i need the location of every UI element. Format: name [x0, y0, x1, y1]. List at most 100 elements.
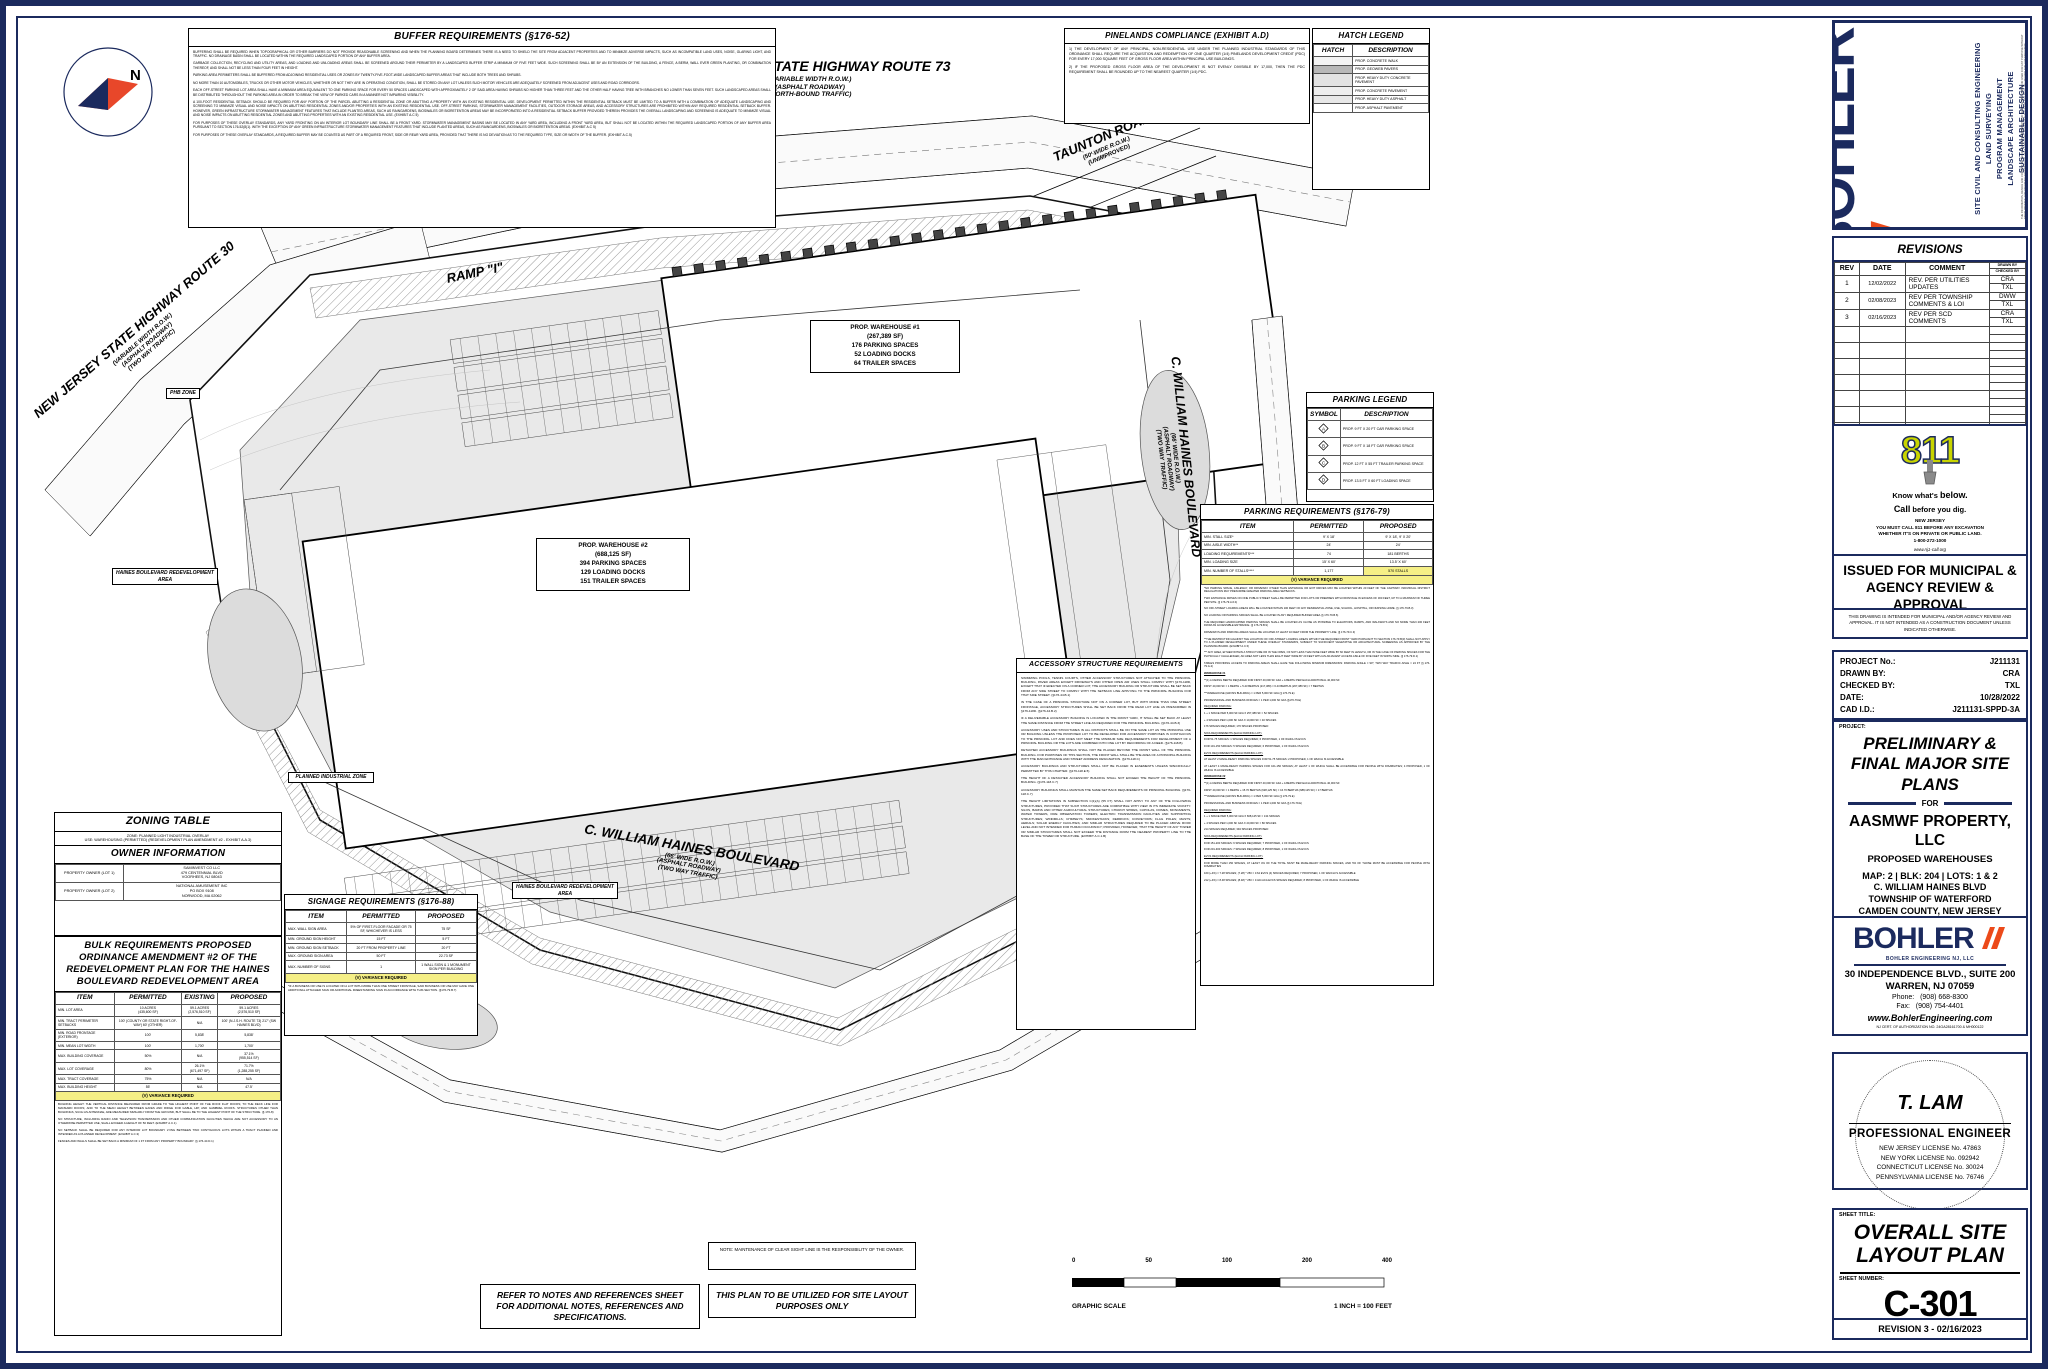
revision-row: 2 02/08/2023 REV PER TOWNSHIP COMMENTS &… [1834, 291, 2027, 310]
warehouse-1-docks: 52 LOADING DOCKS [854, 350, 916, 358]
buffer-p1: GARBAGE COLLECTION, RECYCLING AND UTILIT… [193, 61, 771, 70]
project-info-row: CHECKED BY: TXL [1834, 679, 2026, 691]
warehouse-1-callout: PROP. WAREHOUSE #1 (267,389 SF) 176 PARK… [810, 320, 960, 373]
hatch-swatch-concrete-walk [1313, 56, 1354, 66]
shovel-icon [1917, 460, 1943, 486]
clear-sight-note-text: NOTE: MAINTENANCE OF CLEAR SIGHT LINE IS… [719, 1247, 905, 1252]
hatch-row: PROP. GEOWEB PAVERS [1313, 64, 1429, 75]
project-info-row: DATE: 10/28/2022 [1834, 691, 2026, 703]
signage-variance-note: (V) VARIANCE REQUIRED [285, 972, 477, 984]
buffer-p4: EACH OFF-STREET PARKING LOT AREA SHALL H… [193, 88, 771, 97]
buffer-p3: NO MORE THAN 10 AUTOMOBILES, TRUCKS OR O… [193, 80, 640, 85]
bohler-disclaimer: THE INFORMATION, DESIGN AND CONTENT OF T… [2021, 34, 2028, 219]
hatch-legend-title: HATCH LEGEND [1313, 29, 1429, 44]
site-plan-vector [44, 115, 1385, 1288]
project-title-section: PROJECT: PRELIMINARY & FINAL MAJOR SITE … [1832, 720, 2028, 949]
pinelands-item-1: 2) IF THE PROPOSED GROSS FLOOR AREA OF T… [1069, 65, 1305, 75]
rev-col-comment: COMMENT [1904, 262, 1990, 276]
firm-phone-label: Phone: [1892, 993, 1915, 1001]
buffer-requirements-body: BUFFERING SHALL BE REQUIRED WHEN TOPOGRA… [189, 47, 775, 144]
sg-col-permitted: PERMITTED [346, 909, 417, 924]
rev-col-drawn: DRAWN BY [1997, 263, 2018, 267]
sheet-title-section: SHEET TITLE: OVERALL SITE LAYOUT PLAN SH… [1832, 1208, 2028, 1333]
license-nj: NEW JERSEY LICENSE No. 47863 [1879, 1145, 1981, 1152]
issued-note-text: THIS DRAWING IS INTENDED FOR MUNICIPAL A… [1848, 614, 2012, 632]
parking-req-row: MIN. LOADING SIZE 15' X 60' 13.5' X 60' [1201, 557, 1433, 568]
bulk-row: MIN. MEAN LOT WIDTH 100' 1,700' 1,700' [55, 1041, 281, 1051]
accessory-title: ACCESSORY STRUCTURE REQUIREMENTS [1017, 659, 1195, 673]
engineer-licenses: NEW JERSEY LICENSE No. 47863 NEW YORK LI… [1838, 1144, 2022, 1182]
issued-line-1: ISSUED FOR MUNICIPAL & [1843, 563, 2017, 578]
zoning-use: USE: WAREHOUSING (PERMITTED) (REDEVELOPM… [84, 838, 252, 843]
for-rule-left [1848, 802, 1916, 805]
parking-symbol-c-icon: C [1307, 454, 1341, 473]
revision-row: 3 02/16/2023 REV PER SCD COMMENTS CRA TX… [1834, 308, 2027, 327]
signage-footnote: *IF A BUSINESS OR USE IS LOCATED ON A LO… [288, 984, 474, 992]
project-no-label: PROJECT No.: [1840, 656, 1896, 666]
warehouse-2-name: PROP. WAREHOUSE #2 [578, 542, 648, 549]
license-ct: CONNECTICUT LICENSE No. 30024 [1876, 1164, 1984, 1172]
for-text: FOR [1921, 799, 1939, 809]
firm-cert: NJ CERT. OF AUTHORIZATION NO. 24GA281617… [1876, 1024, 1984, 1029]
know-whats-below-text: Know what's below. [1892, 490, 1968, 500]
signage-row: MAX. GROUND SIGN AREA 50 FT 22.73 SF [285, 951, 477, 962]
parking-requirements-box: PARKING REQUIREMENTS (§176-79) ITEM PERM… [1200, 504, 1434, 986]
call-811-section: 811 Know what's below. Call before you d… [1832, 424, 2028, 559]
firm-block: BOHLER BOHLER ENGINEERING NJ, LLC 30 IND… [1834, 918, 2026, 1034]
refer-to-notes-text: REFER TO NOTES AND REFERENCES SHEET FOR … [496, 1290, 684, 1323]
signage-row: MAX. WALL SIGN AREA 5% OF FIRST-FLOOR FA… [285, 922, 477, 936]
rev-col-drawn-checked: DRAWN BY CHECKED BY [1988, 262, 2027, 276]
owner-row: PROPERTY OWNER (LOT 1) SAMINVEST CO LLC … [55, 863, 281, 883]
revision-row-empty [1834, 357, 2027, 375]
call-811-block: 811 Know what's below. Call before you d… [1834, 426, 2026, 557]
svg-text:C: C [1322, 460, 1326, 465]
hatch-swatch-hd-asphalt [1313, 94, 1354, 105]
parking-requirements-table: ITEM PERMITTED PROPOSED MIN. STALL SIZE*… [1201, 519, 1433, 585]
graphic-scale: 0 50 100 200 400 [1072, 1258, 1392, 1264]
drawn-by-value: CRA [2002, 668, 2020, 678]
hatch-row: PROP. HEAVY DUTY CONCRETE PAVEMENT [1313, 73, 1429, 88]
date-label: DATE: [1840, 692, 1864, 702]
zoning-zone-use: ZONE: PLANNED LIGHT INDUSTRIAL OVERLAY U… [55, 832, 281, 846]
pinelands-body: 1) THE DEVELOPMENT OF ANY PRINCIPAL, NON… [1065, 44, 1309, 81]
zoning-table-title: ZONING TABLE [55, 813, 281, 832]
parking-legend-box: PARKING LEGEND SYMBOL DESCRIPTION A PROP… [1306, 392, 1434, 502]
revision-row: 1 12/02/2022 REV. PER UTILITIES UPDATES … [1834, 274, 2027, 293]
clear-sight-note-box: NOTE: MAINTENANCE OF CLEAR SIGHT LINE IS… [708, 1242, 916, 1270]
bohler-slash-icon [1862, 217, 1917, 227]
project-info-section: PROJECT No.: J211131 DRAWN BY: CRA CHECK… [1832, 650, 2028, 720]
parking-req-title: PARKING REQUIREMENTS (§176-79) [1201, 505, 1433, 520]
scale-tick-1: 50 [1145, 1258, 1152, 1264]
pinelands-item-0: 1) THE DEVELOPMENT OF ANY PRINCIPAL, NON… [1069, 47, 1305, 62]
sg-col-item: ITEM [285, 909, 348, 924]
for-divider: FOR [1834, 797, 2026, 811]
signage-row: MAX. NUMBER OF SIGNS 1 1 WALL SIGN & 1 M… [285, 960, 477, 974]
parking-legend-row: B PROP. 9 FT X 18 FT CAR PARKING SPACE [1307, 437, 1433, 456]
pr-col-permitted: PERMITTED [1293, 519, 1365, 534]
project-info-row: DRAWN BY: CRA [1834, 667, 2026, 679]
hatch-row: PROP. CONCRETE PAVEMENT [1313, 86, 1429, 96]
buffer-p0: BUFFERING SHALL BE REQUIRED WHEN TOPOGRA… [193, 49, 771, 58]
parking-req-row: MIN. STALL SIZE* 9' X 18' 9' X 18', 9' X… [1201, 532, 1433, 542]
zoning-owner-box: ZONING TABLE ZONE: PLANNED LIGHT INDUSTR… [54, 812, 282, 936]
for-rule-right [1944, 802, 2013, 805]
hatch-swatch-concrete-pavement [1313, 86, 1354, 96]
bulk-row: MIN. ROAD FRONTAGE (EXTERIOR) 100' 5,838… [55, 1028, 281, 1043]
firm-fax-row: Fax: (908) 754-4401 [1838, 1002, 2022, 1011]
north-arrow-icon: N [60, 44, 156, 140]
parking-legend-title: PARKING LEGEND [1307, 393, 1433, 408]
revision-footer-section: REVISION 3 - 02/16/2023 [1832, 1318, 2028, 1340]
zoning-zone: ZONE: PLANNED LIGHT INDUSTRIAL OVERLAY [126, 833, 210, 838]
scale-tick-4: 400 [1381, 1258, 1392, 1264]
checked-by-label: CHECKED BY: [1840, 680, 1895, 690]
hatch-legend-box: HATCH LEGEND HATCH DESCRIPTION PROP. CON… [1312, 28, 1430, 190]
parking-req-footnotes: *NO PARKING SPACE, AISLEWAY, OR DRIVEWAY… [1204, 586, 1430, 882]
svg-text:N: N [130, 67, 141, 84]
firm-website: www.BohlerEngineering.com [1867, 1012, 1993, 1023]
revisions-table: REV DATE COMMENT DRAWN BY CHECKED BY 1 1… [1834, 262, 2027, 439]
warehouse-2-callout: PROP. WAREHOUSE #2 (688,125 SF) 394 PARK… [536, 538, 690, 591]
buffer-p7: FOR PURPOSES OF THESE OVERLAY STANDARDS,… [193, 132, 632, 137]
sheet-number-text: C-301 [1883, 1283, 1977, 1325]
cad-id-label: CAD I.D.: [1840, 704, 1875, 714]
client-name: AASMWF PROPERTY, LLC [1849, 813, 2011, 849]
